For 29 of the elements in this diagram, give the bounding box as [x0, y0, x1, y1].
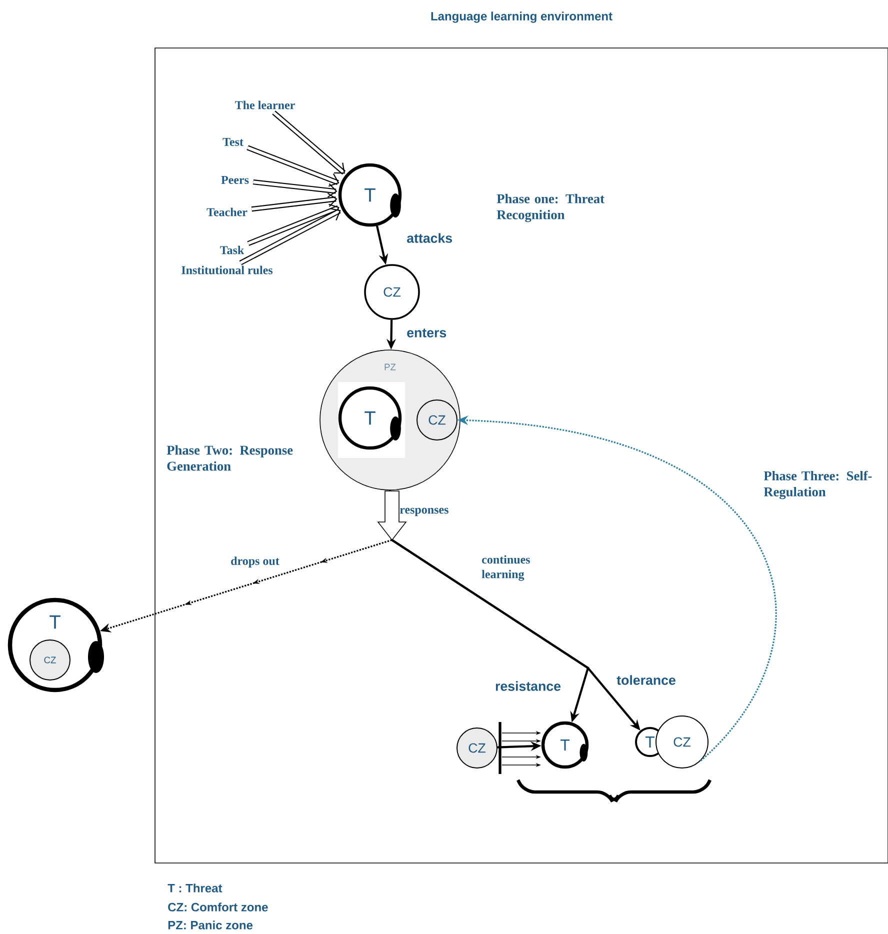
arrow	[247, 204, 340, 246]
legend-text: PZ: Panic zone	[168, 920, 253, 930]
arrow	[239, 208, 341, 266]
edge-label: enters	[405, 327, 448, 339]
threat-ring: T	[541, 721, 589, 769]
edge-label: tolerance	[615, 674, 678, 686]
legend-text: CZ: Comfort zone	[168, 902, 268, 912]
legend-text: T : Threat	[168, 884, 222, 892]
edge-label: resistance	[494, 680, 562, 692]
arrow	[252, 180, 338, 198]
edge-label: drops out	[229, 555, 281, 569]
arrow	[272, 110, 346, 175]
phase-heading: Phase one: Threat Recognition	[496, 194, 604, 222]
phase-heading: Phase Three: Self-Regulation	[764, 470, 872, 500]
threat-ring: T	[338, 163, 402, 227]
arrow	[251, 192, 338, 212]
source-label: Institutional rules	[182, 266, 273, 274]
node-label: Language learning environment	[431, 12, 612, 23]
label-text: responses	[400, 508, 448, 516]
threat-ring: T	[338, 386, 402, 450]
phase-heading: Phase Two: Response Generation	[166, 445, 293, 471]
source-label: The learner	[235, 100, 295, 110]
arrow	[246, 145, 340, 187]
source-label: Peers	[221, 176, 249, 184]
label-text: continues learning	[482, 555, 530, 581]
edge-label: attacks	[405, 232, 454, 244]
source-label: Test	[222, 138, 244, 146]
source-label: Task	[220, 246, 244, 254]
source-label: Teacher	[206, 208, 248, 216]
